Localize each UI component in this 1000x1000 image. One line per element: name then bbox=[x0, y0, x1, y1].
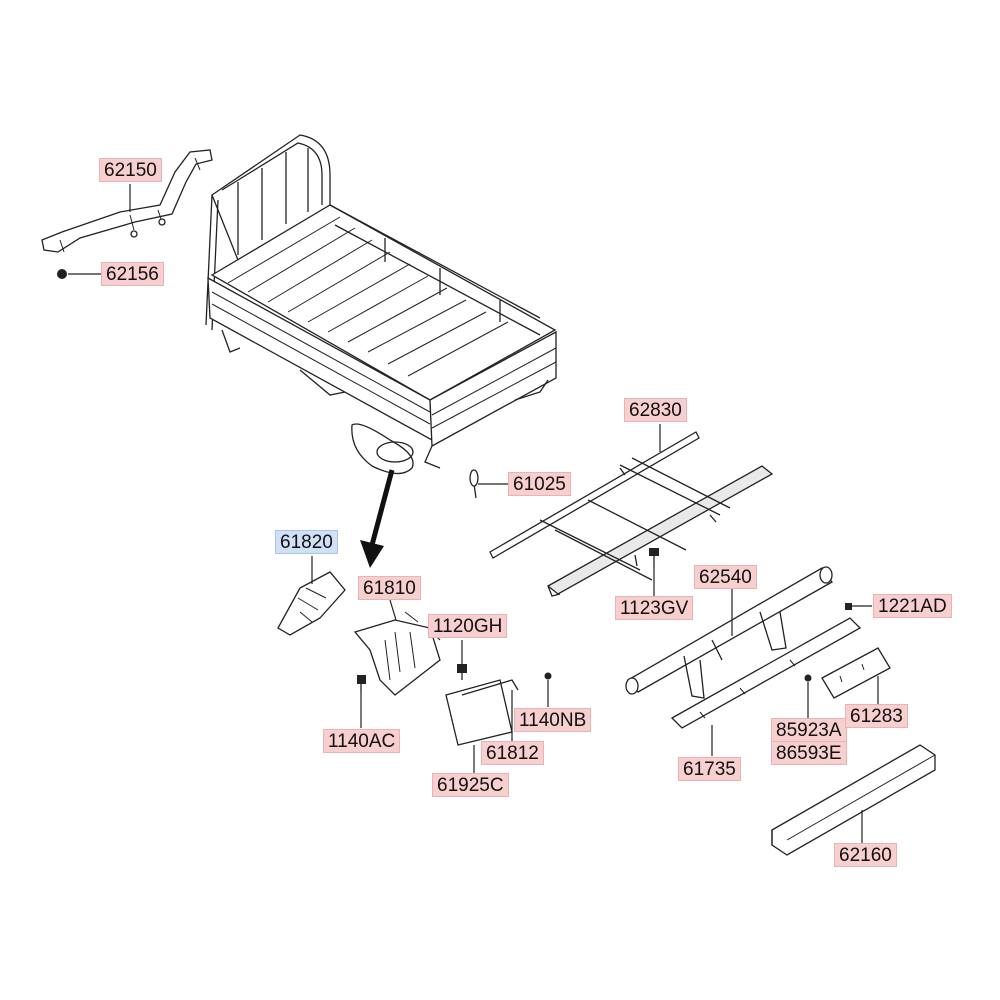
part-1221AD-screw bbox=[845, 603, 852, 610]
leader-lines bbox=[68, 184, 879, 843]
label-61810[interactable]: 61810 bbox=[358, 576, 421, 600]
label-86593E[interactable]: 86593E bbox=[771, 741, 847, 765]
part-61283-plate bbox=[821, 647, 891, 699]
part-62540-tube bbox=[625, 566, 833, 699]
label-1120GH[interactable]: 1120GH bbox=[428, 614, 508, 638]
part-61025-pin bbox=[469, 469, 479, 499]
label-62160[interactable]: 62160 bbox=[834, 843, 897, 867]
label-85923A[interactable]: 85923A bbox=[771, 718, 847, 742]
part-61812-stay bbox=[461, 679, 519, 696]
part-1140AC-bolt bbox=[357, 675, 366, 692]
label-61812[interactable]: 61812 bbox=[481, 741, 544, 765]
part-61810-mudguard-bracket bbox=[353, 611, 441, 696]
part-62156-nut bbox=[57, 269, 67, 279]
label-62156[interactable]: 62156 bbox=[101, 262, 164, 286]
label-61025[interactable]: 61025 bbox=[508, 472, 571, 496]
truck-bed-illustration bbox=[205, 134, 557, 475]
callout-arrow bbox=[360, 469, 395, 568]
label-61283[interactable]: 61283 bbox=[845, 704, 908, 728]
label-1140AC[interactable]: 1140AC bbox=[323, 729, 401, 753]
part-1120GH-bolt bbox=[457, 664, 467, 680]
part-1140NB-bolt bbox=[544, 672, 552, 680]
part-61820-bracket bbox=[277, 571, 346, 636]
label-62150[interactable]: 62150 bbox=[99, 158, 162, 182]
label-1123GV[interactable]: 1123GV bbox=[615, 596, 694, 620]
part-85923A-clip bbox=[804, 674, 812, 682]
part-61735-rail bbox=[670, 617, 862, 729]
part-62150-bracket bbox=[41, 149, 213, 253]
label-62540[interactable]: 62540 bbox=[694, 565, 757, 589]
part-62160-channel bbox=[771, 744, 936, 856]
label-61735[interactable]: 61735 bbox=[678, 757, 741, 781]
part-1123GV-bolt bbox=[649, 548, 659, 568]
label-1140NB[interactable]: 1140NB bbox=[514, 708, 592, 732]
label-62830[interactable]: 62830 bbox=[624, 398, 687, 422]
label-1221AD[interactable]: 1221AD bbox=[873, 594, 952, 618]
label-61925C[interactable]: 61925C bbox=[432, 773, 509, 797]
label-61820[interactable]: 61820 bbox=[275, 530, 338, 554]
part-62830-frame bbox=[489, 431, 774, 597]
